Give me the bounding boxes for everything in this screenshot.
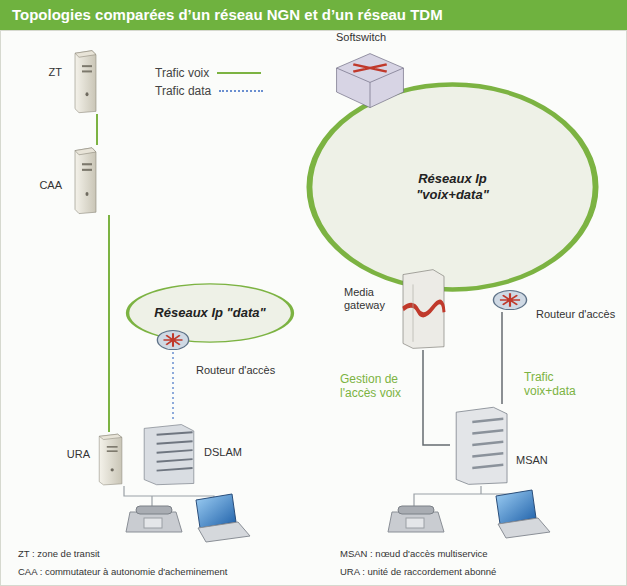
server-icon [72, 145, 122, 215]
label-wrap: Réseaux Ip "data" [125, 282, 295, 344]
legend-line [217, 72, 261, 74]
laptop-icon [196, 494, 250, 542]
router-icon [156, 328, 190, 352]
connector [423, 350, 450, 445]
footnote: MSAN : nœud d'accès multiservice [340, 548, 620, 559]
node-label: Media gateway [344, 286, 396, 312]
footnote: ZT : zone de transit [18, 548, 318, 559]
laptop-icon [496, 490, 550, 538]
annotation: Trafic voix+data [524, 370, 594, 399]
footnote: URA : unité de raccordement abonné [340, 566, 624, 577]
node-label: CAA [14, 179, 62, 192]
footnote: CAA : commutateur à autonomie d'achemine… [18, 566, 328, 577]
router-icon [492, 288, 528, 312]
legend-text: Trafic data [155, 84, 211, 98]
legend-row: Trafic voix [155, 66, 261, 80]
network-node: URA [96, 432, 150, 486]
connector [96, 114, 98, 145]
node-label: Réseaux Ip "data" [154, 305, 265, 321]
network-node: Réseaux Ip "data" [125, 282, 295, 344]
network-node: Routeur d'accès [492, 288, 528, 312]
legend-line [219, 90, 263, 92]
dslam-icon [138, 422, 200, 486]
connector [108, 215, 110, 432]
node-label: MSAN [516, 454, 566, 467]
phone-icon [126, 506, 182, 532]
node-label: Routeur d'accès [536, 308, 616, 321]
server-icon [72, 48, 122, 114]
title-bar: Topologies comparées d’un réseau NGN et … [0, 0, 627, 30]
phone-icon [388, 506, 444, 532]
server-icon [96, 432, 150, 486]
network-node: MSAN [450, 404, 512, 486]
subscriber-wires [124, 486, 514, 506]
title: Topologies comparées d’un réseau NGN et … [0, 0, 627, 30]
network-node: Réseaux Ip "voix+data" [305, 78, 600, 296]
network-node: Softswitch [332, 50, 408, 110]
label-wrap: Réseaux Ip "voix+data" [305, 78, 600, 296]
network-node: CAA [72, 145, 122, 215]
node-label: Routeur d'accès [196, 364, 276, 377]
annotation: Gestion de l'accès voix [340, 372, 412, 401]
gateway-icon [398, 268, 448, 350]
node-label: Softswitch [336, 31, 426, 44]
node-label: ZT [20, 66, 62, 79]
node-label: Réseaux Ip "voix+data" [398, 171, 508, 204]
legend-row: Trafic data [155, 84, 263, 98]
msan-icon [450, 404, 512, 486]
softswitch-icon [332, 50, 408, 110]
node-label: DSLAM [204, 446, 264, 459]
network-node: Media gateway [398, 268, 448, 350]
connector [172, 352, 174, 422]
network-node: ZT [72, 48, 122, 114]
node-label: URA [46, 448, 90, 461]
network-node: Routeur d'accès [156, 328, 190, 352]
legend-text: Trafic voix [155, 66, 209, 80]
network-node: DSLAM [138, 422, 200, 486]
connector [501, 312, 503, 404]
